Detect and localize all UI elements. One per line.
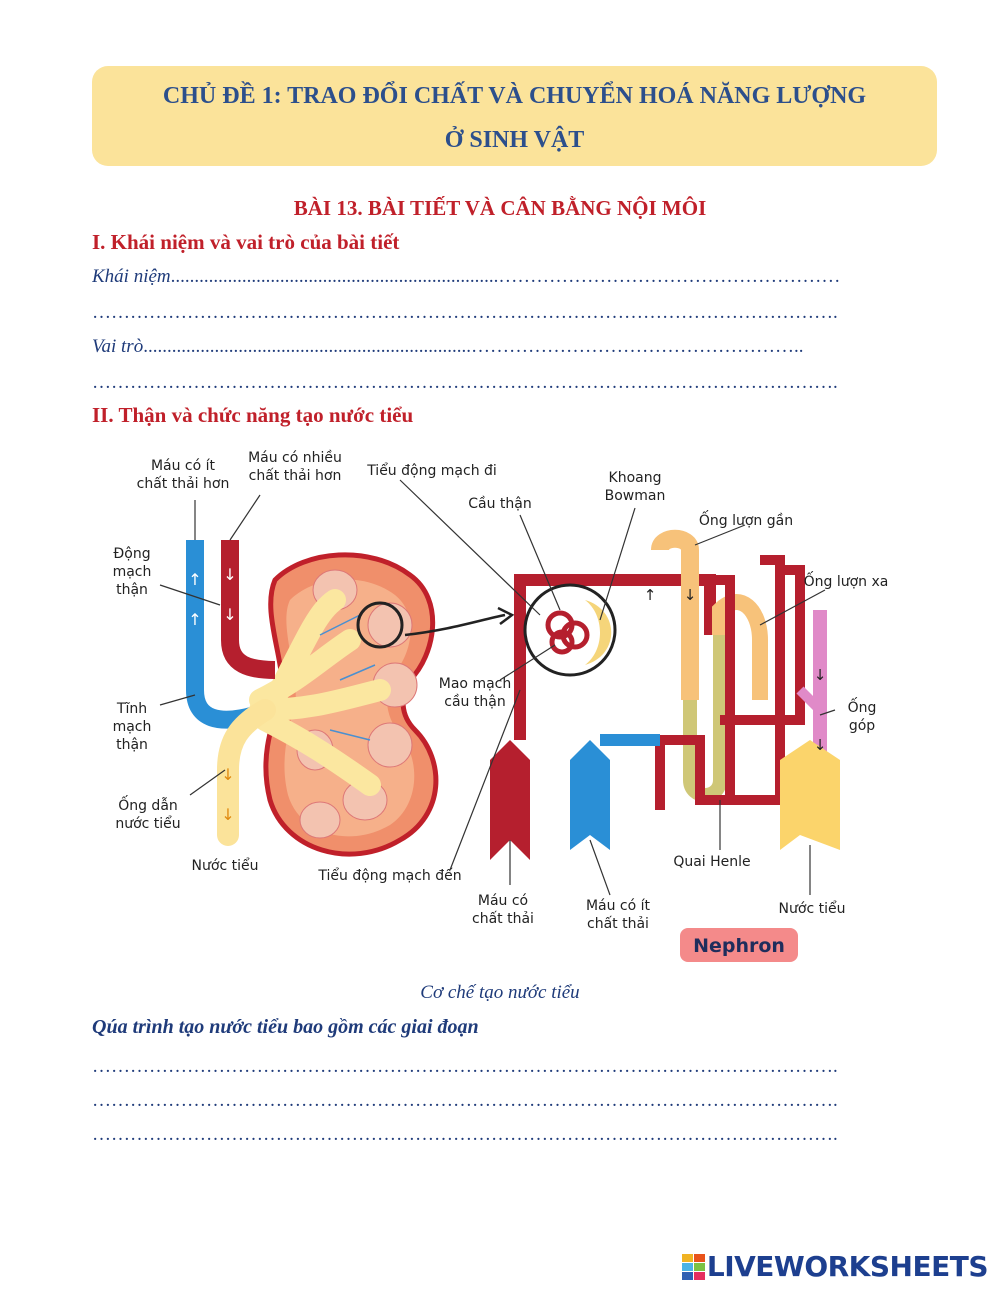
label-afferent-arteriole: Tiểu động mạch đến bbox=[317, 867, 461, 884]
figure-caption: Cơ chế tạo nước tiểu bbox=[0, 982, 1000, 1004]
answer-line[interactable]: ………………………………………………………………………………………………………. bbox=[92, 1056, 902, 1078]
svg-text:↑: ↑ bbox=[188, 570, 201, 589]
topic-title-line1: CHỦ ĐỀ 1: TRAO ĐỔI CHẤT VÀ CHUYỂN HOÁ NĂ… bbox=[92, 74, 937, 118]
logo-text: LIVEWORKSHEETS bbox=[707, 1250, 988, 1283]
svg-text:↓: ↓ bbox=[223, 565, 236, 584]
process-heading: Qúa trình tạo nước tiểu bao gồm các giai… bbox=[92, 1016, 479, 1039]
nephron-badge: Nephron bbox=[693, 935, 785, 957]
svg-text:↑: ↑ bbox=[188, 610, 201, 629]
section2-heading: II. Thận và chức năng tạo nước tiểu bbox=[92, 403, 413, 428]
label-glomerulus: Cầu thận bbox=[468, 496, 532, 512]
label-distal-tubule: Ống lượn xa bbox=[804, 571, 889, 590]
answer-line[interactable]: ………………………………………………………………………………………………………. bbox=[92, 1090, 902, 1112]
svg-text:↓: ↓ bbox=[684, 586, 697, 604]
label-loop-henle: Quai Henle bbox=[673, 854, 750, 870]
svg-text:↓: ↓ bbox=[221, 805, 234, 824]
role-label: Vai trò bbox=[92, 336, 143, 357]
dot-leader: ........................................… bbox=[171, 266, 841, 287]
label-urine-right: Nước tiểu bbox=[779, 900, 846, 917]
lesson-title: BÀI 13. BÀI TIẾT VÀ CÂN BẰNG NỘI MÔI bbox=[0, 196, 1000, 221]
section1-heading: I. Khái niệm và vai trò của bài tiết bbox=[92, 230, 399, 255]
svg-text:↓: ↓ bbox=[223, 605, 236, 624]
svg-text:↑: ↑ bbox=[644, 586, 657, 604]
svg-text:↓: ↓ bbox=[814, 666, 827, 684]
dot-leader: ........................................… bbox=[143, 336, 803, 357]
label-efferent-arteriole: Tiểu động mạch đi bbox=[366, 462, 497, 479]
label-proximal-tubule: Ống lượn gần bbox=[699, 510, 793, 529]
liveworksheets-logo[interactable]: LIVEWORKSHEETS bbox=[682, 1250, 988, 1283]
liveworksheets-logo-icon bbox=[682, 1254, 704, 1280]
answer-line[interactable]: ………………………………………………………………………………………………………. bbox=[92, 372, 902, 394]
svg-text:↓: ↓ bbox=[814, 736, 827, 754]
svg-text:↓: ↓ bbox=[221, 765, 234, 784]
label-urine-left: Nước tiểu bbox=[192, 857, 259, 874]
answer-line[interactable]: ………………………………………………………………………………………………………. bbox=[92, 1124, 902, 1146]
kidney-nephron-diagram: ↑ ↑ ↓ ↓ ↓ ↓ ↓ ↑ ↓ ↓ bbox=[100, 440, 900, 970]
topic-banner: CHỦ ĐỀ 1: TRAO ĐỔI CHẤT VÀ CHUYỂN HOÁ NĂ… bbox=[92, 66, 937, 166]
concept-label: Khái niệm bbox=[92, 266, 171, 287]
answer-line[interactable]: ………………………………………………………………………………………………………. bbox=[92, 302, 902, 324]
nephron-illustration: ↓ ↑ ↓ ↓ bbox=[490, 539, 840, 962]
concept-line[interactable]: Khái niệm...............................… bbox=[92, 266, 902, 288]
topic-title-line2: Ở SINH VẬT bbox=[92, 118, 937, 162]
role-line[interactable]: Vai trò.................................… bbox=[92, 336, 902, 358]
